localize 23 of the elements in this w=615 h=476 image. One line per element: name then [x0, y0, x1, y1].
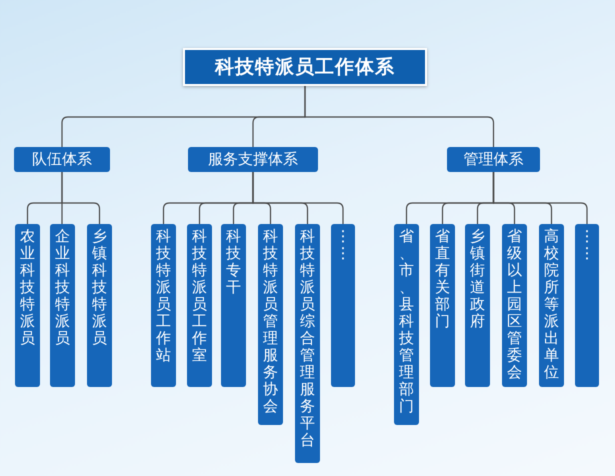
item-column: 科技特派员管理服务协会: [258, 224, 283, 425]
item-column: ⋮⋮: [331, 224, 355, 387]
connector-line: [252, 172, 344, 224]
item-column: 省级以上园区管委会: [502, 224, 527, 387]
item-column: 省直有关部门: [430, 224, 455, 387]
item-column: 科技特派员工作站: [151, 224, 176, 387]
connector-line: [61, 172, 100, 224]
item-column: 科技特派员综合管理服务平台: [295, 224, 320, 463]
item-column: ⋮⋮: [575, 224, 599, 387]
connector-line: [304, 86, 494, 147]
item-column: 科技专干: [221, 224, 246, 387]
category-box: 队伍体系: [14, 147, 110, 172]
item-column: 省、市、县科技管理部门: [394, 224, 419, 425]
category-box: 服务支撑体系: [188, 147, 318, 172]
item-column: 乡镇街道政府: [465, 224, 490, 387]
item-column: 高校院所等派出单位: [539, 224, 564, 387]
title-box: 科技特派员工作体系: [183, 48, 427, 86]
item-column: 乡镇科技特派员: [87, 224, 112, 387]
item-column: 农业科技特派员: [15, 224, 40, 387]
connector-line: [492, 172, 588, 224]
category-box: 管理体系: [447, 147, 540, 172]
item-column: 企业科技特派员: [50, 224, 75, 387]
item-column: 科技特派员工作室: [187, 224, 212, 387]
